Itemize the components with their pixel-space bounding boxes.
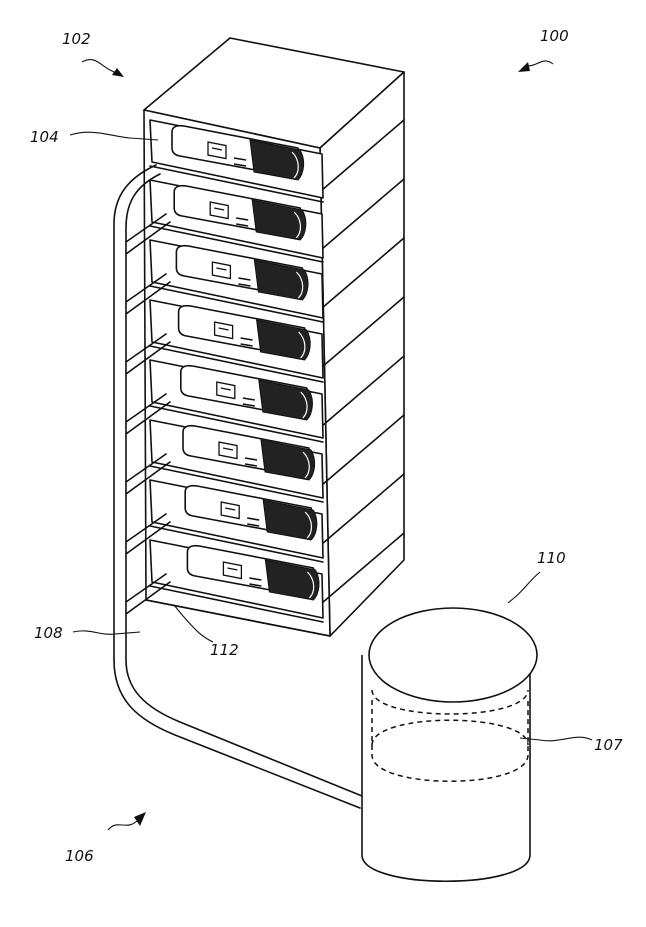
label-112: 112 <box>210 641 239 659</box>
badge-icon <box>208 142 226 158</box>
label-102: 102 <box>62 30 91 48</box>
badge-icon <box>212 262 230 278</box>
leader-102 <box>82 60 118 74</box>
badge-icon <box>215 322 233 338</box>
leader-110 <box>508 572 540 603</box>
reservoir <box>362 608 537 881</box>
badge-icon <box>217 382 235 398</box>
leader-100 <box>528 61 553 66</box>
badge-icon <box>219 442 237 458</box>
label-100: 100 <box>540 27 569 45</box>
reservoir-top <box>369 608 537 702</box>
leader-106 <box>108 820 138 830</box>
label-107: 107 <box>594 736 623 754</box>
label-104: 104 <box>30 128 59 146</box>
badge-icon <box>210 202 228 218</box>
badge-icon <box>221 502 239 518</box>
badge-icon <box>223 562 241 578</box>
label-110: 110 <box>537 549 566 567</box>
leader-108 <box>73 631 140 634</box>
label-106: 106 <box>65 847 94 865</box>
label-108: 108 <box>34 624 63 642</box>
